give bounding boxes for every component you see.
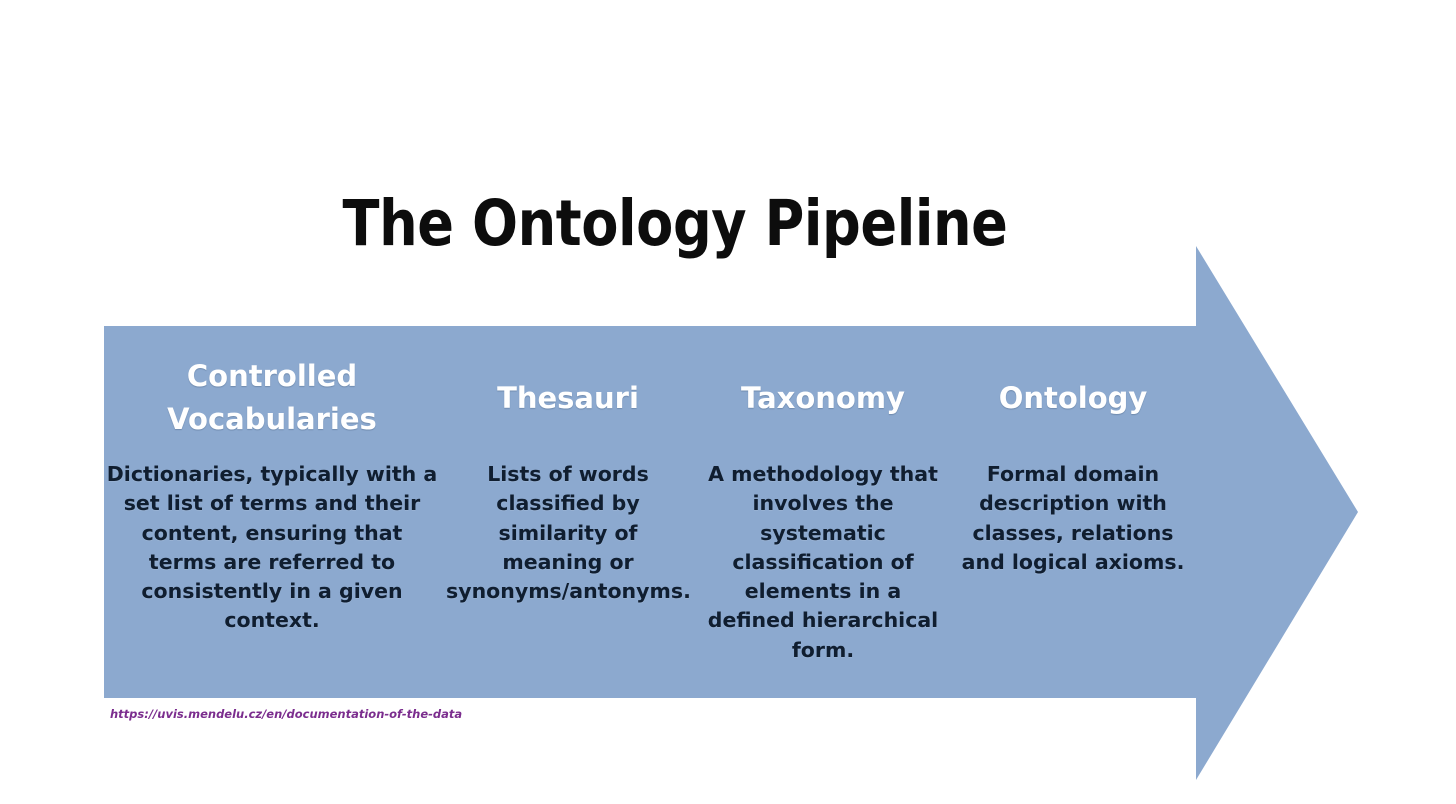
stage-description-controlled-vocabularies: Dictionaries, typically with a set list … bbox=[106, 462, 438, 633]
pipeline-stages-container: Controlled Vocabularies Dictionaries, ty… bbox=[104, 326, 1196, 698]
stage-heading-taxonomy: Taxonomy bbox=[741, 381, 905, 415]
stage-heading-thesauri: Thesauri bbox=[497, 381, 639, 415]
pipeline-stage-thesauri: Thesauri Lists of words classified by si… bbox=[440, 326, 696, 698]
stage-description-taxonomy: A methodology that involves the systemat… bbox=[707, 462, 939, 662]
pipeline-stage-taxonomy: Taxonomy A methodology that involves the… bbox=[696, 326, 950, 698]
stage-heading-controlled-vocabularies: Controlled Vocabularies bbox=[167, 359, 377, 436]
pipeline-stage-controlled-vocabularies: Controlled Vocabularies Dictionaries, ty… bbox=[104, 326, 440, 698]
stage-description-ontology: Formal domain description with classes, … bbox=[961, 462, 1185, 574]
stage-description-thesauri: Lists of words classified by similarity … bbox=[446, 462, 691, 604]
stage-heading-ontology: Ontology bbox=[998, 381, 1148, 415]
page-title: The Ontology Pipeline bbox=[342, 187, 1008, 260]
source-url-link[interactable]: https://uvis.mendelu.cz/en/documentation… bbox=[110, 707, 463, 721]
pipeline-stage-ontology: Ontology Formal domain description with … bbox=[950, 326, 1196, 698]
